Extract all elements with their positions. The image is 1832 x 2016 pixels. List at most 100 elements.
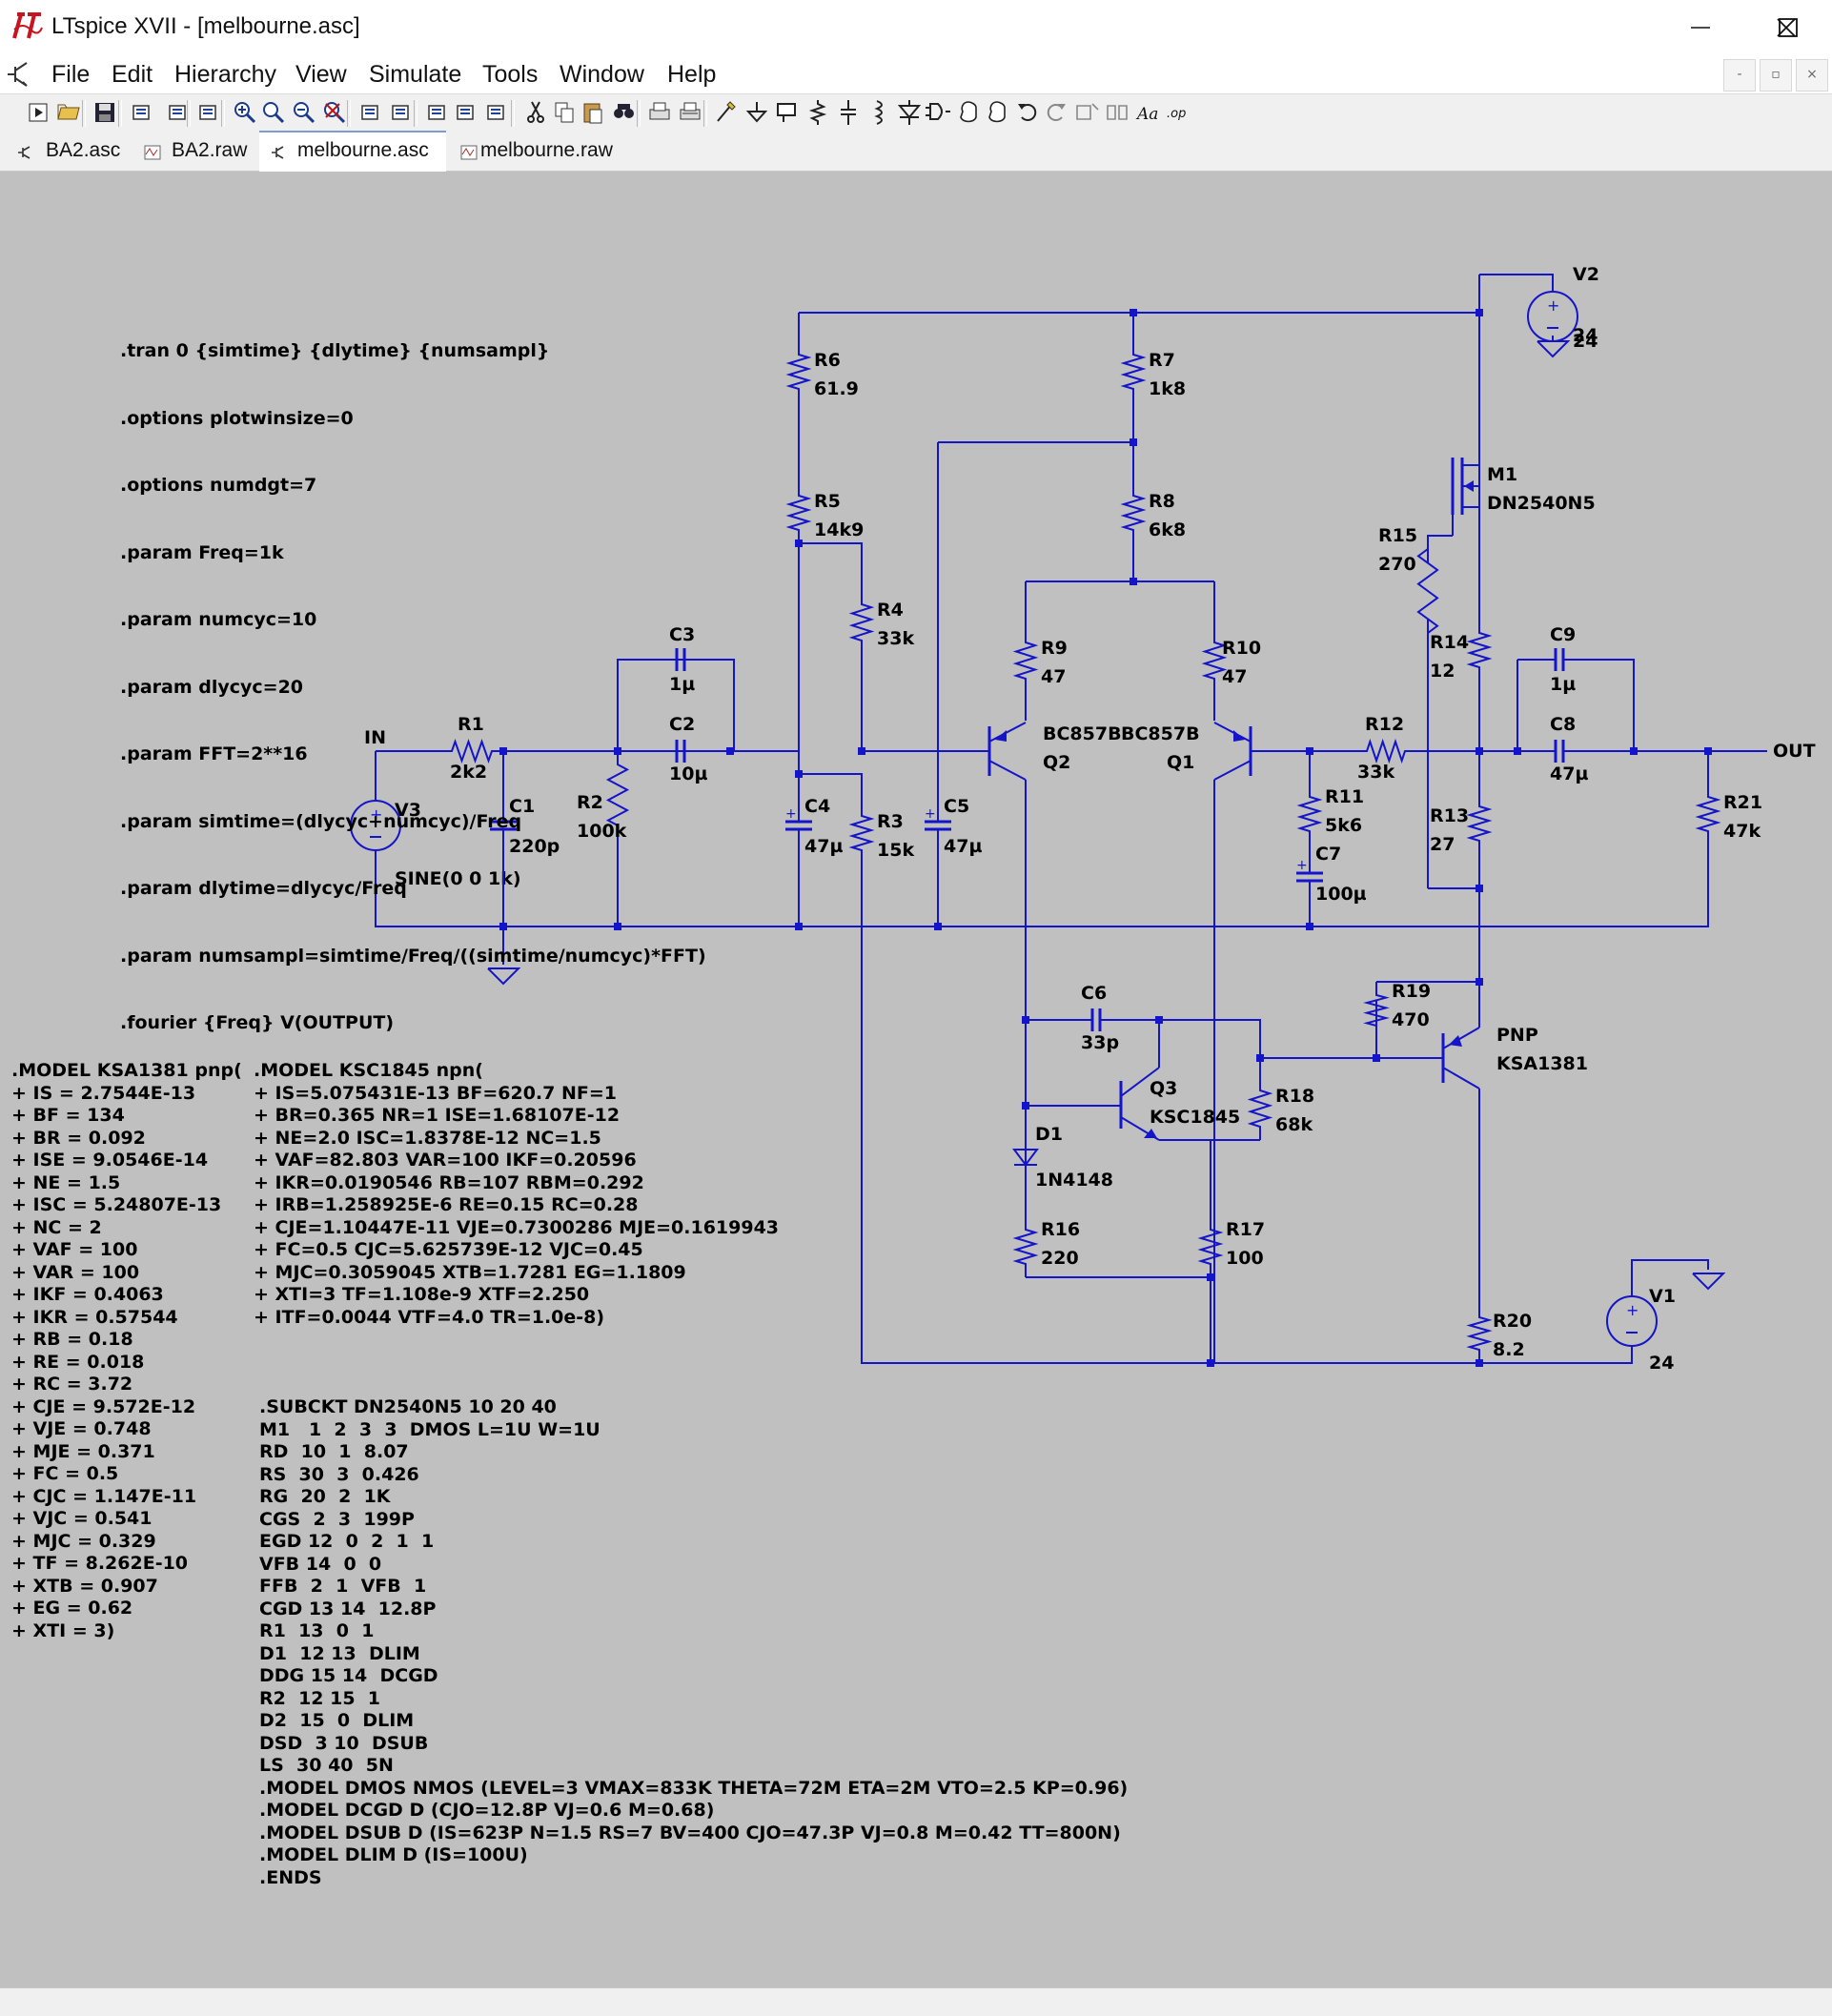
directive-line: R2 12 15 1 bbox=[259, 1687, 381, 1709]
menu-tools[interactable]: Tools bbox=[482, 61, 539, 88]
component-name: V2 bbox=[1573, 264, 1599, 285]
menu-hierarchy[interactable]: Hierarchy bbox=[174, 61, 276, 88]
label-button[interactable] bbox=[774, 98, 801, 127]
print-preview-button[interactable] bbox=[677, 98, 703, 127]
model-ksc1845-directive[interactable]: .MODEL KSC1845 npn(+ IS=5.075431E-13 BF=… bbox=[254, 1060, 779, 1329]
menu-window[interactable]: Window bbox=[560, 61, 644, 88]
text-button[interactable]: Aa bbox=[1134, 98, 1161, 127]
waveform-icon bbox=[144, 145, 161, 160]
simulation-directives[interactable]: .tran 0 {simtime} {dlytime} {numsampl} .… bbox=[120, 295, 706, 1080]
resistor-r10 bbox=[1201, 629, 1228, 692]
rotate-button[interactable] bbox=[1073, 98, 1100, 127]
resistor-r11 bbox=[1296, 784, 1323, 845]
zoom-in-button[interactable] bbox=[231, 98, 257, 127]
component-value: 47k bbox=[1723, 821, 1761, 842]
tab-melbourne-raw[interactable]: melbourne.raw bbox=[450, 132, 625, 171]
directive-line: + MJC=0.3059045 XTB=1.7281 EG=1.1809 bbox=[254, 1261, 686, 1283]
directive-line: .MODEL DCGD D (CJO=12.8P VJ=0.6 M=0.68) bbox=[259, 1800, 715, 1821]
component-name: R21 bbox=[1723, 792, 1762, 813]
resistor-r13 bbox=[1466, 793, 1493, 854]
waveform-icon bbox=[460, 145, 478, 160]
toolbar-separator bbox=[703, 100, 707, 127]
model-ksa1381-directive[interactable]: .MODEL KSA1381 pnp(+ IS = 2.7544E-13+ BF… bbox=[11, 1060, 242, 1642]
resistor-r21 bbox=[1695, 784, 1721, 845]
save-button[interactable] bbox=[92, 98, 118, 127]
diode-button[interactable] bbox=[896, 98, 923, 127]
control-panel-button[interactable] bbox=[128, 98, 154, 127]
component-value: 61.9 bbox=[814, 378, 859, 399]
schematic-doc-icon bbox=[8, 62, 28, 87]
print-button[interactable] bbox=[646, 98, 673, 127]
component-name: Q2 bbox=[1043, 752, 1070, 773]
zoom-out-button[interactable] bbox=[290, 98, 316, 127]
ground-symbol bbox=[487, 967, 521, 986]
inductor-button[interactable] bbox=[865, 98, 892, 127]
component-value: 2k2 bbox=[450, 762, 487, 783]
spice-directive-button[interactable]: .op bbox=[1165, 98, 1191, 127]
component-name: R19 bbox=[1392, 981, 1431, 1002]
resistor-r12 bbox=[1357, 738, 1415, 764]
menu-edit[interactable]: Edit bbox=[112, 61, 153, 88]
menu-simulate[interactable]: Simulate bbox=[369, 61, 462, 88]
ground-button[interactable] bbox=[743, 98, 770, 127]
mdi-close-button[interactable]: × bbox=[1796, 59, 1828, 92]
undo-button[interactable] bbox=[1014, 98, 1041, 127]
menu-view[interactable]: View bbox=[295, 61, 347, 88]
open-button[interactable] bbox=[55, 98, 82, 127]
redo-button[interactable] bbox=[1043, 98, 1069, 127]
halt-icon bbox=[169, 105, 186, 120]
grid-button[interactable] bbox=[387, 98, 414, 127]
cascade-button[interactable] bbox=[452, 98, 478, 127]
directive-line: RG 20 2 1K bbox=[259, 1486, 391, 1507]
wire bbox=[799, 542, 863, 591]
directive-line: .param dlycyc=20 bbox=[120, 676, 304, 698]
wire bbox=[1479, 1346, 1633, 1364]
cut-button[interactable] bbox=[522, 98, 549, 127]
tab-melbourne-asc[interactable]: melbourne.asc bbox=[259, 131, 446, 173]
autorange-button[interactable] bbox=[356, 98, 383, 127]
directive-line: + CJC = 1.147E-11 bbox=[11, 1485, 197, 1507]
tile-vertical-button[interactable] bbox=[482, 98, 509, 127]
mdi-minimize-button[interactable]: - bbox=[1723, 59, 1756, 92]
close-button[interactable] bbox=[1742, 0, 1830, 55]
copy-button[interactable] bbox=[551, 98, 578, 127]
tab-label: BA2.asc bbox=[46, 139, 121, 161]
toolbar-separator bbox=[637, 100, 641, 127]
tile-horizontal-button[interactable] bbox=[423, 98, 450, 127]
tab-ba2-raw[interactable]: BA2.raw bbox=[133, 132, 255, 171]
paste-button[interactable] bbox=[580, 98, 606, 127]
minimize-button[interactable] bbox=[1657, 0, 1744, 55]
mirror-button[interactable] bbox=[1104, 98, 1130, 127]
move-button[interactable] bbox=[955, 98, 982, 127]
maximize-button[interactable] bbox=[1744, 0, 1832, 55]
tab-ba2-asc[interactable]: BA2.asc bbox=[6, 132, 130, 171]
directive-line: + TF = 8.262E-10 bbox=[11, 1553, 189, 1574]
wire bbox=[861, 864, 1211, 1364]
halt-button[interactable] bbox=[164, 98, 191, 127]
component-value: 24 bbox=[1573, 325, 1598, 346]
run-button[interactable] bbox=[25, 98, 51, 127]
resistor-r20 bbox=[1466, 1304, 1493, 1363]
toolbar-separator bbox=[414, 100, 417, 127]
wire-button[interactable] bbox=[713, 98, 740, 127]
component-value: 47µ bbox=[944, 836, 982, 857]
zoom-fit-button[interactable] bbox=[320, 98, 347, 127]
drag-icon bbox=[988, 101, 1006, 123]
component-button[interactable] bbox=[925, 98, 951, 127]
drag-button[interactable] bbox=[984, 98, 1010, 127]
capacitor-button[interactable] bbox=[835, 98, 862, 127]
directive-line: + BF = 134 bbox=[11, 1105, 125, 1126]
zoom-area-button[interactable] bbox=[259, 98, 286, 127]
menu-file[interactable]: File bbox=[51, 61, 91, 88]
pan-button[interactable] bbox=[194, 98, 221, 127]
menu-bar: File Edit Hierarchy View Simulate Tools … bbox=[0, 55, 1832, 93]
polarity-mark: + bbox=[1296, 858, 1308, 873]
mdi-restore-button[interactable]: ▫ bbox=[1760, 59, 1792, 92]
component-name: V1 bbox=[1649, 1286, 1676, 1307]
menu-help[interactable]: Help bbox=[667, 61, 717, 88]
resistor-button[interactable] bbox=[804, 98, 831, 127]
find-button[interactable] bbox=[610, 98, 637, 127]
